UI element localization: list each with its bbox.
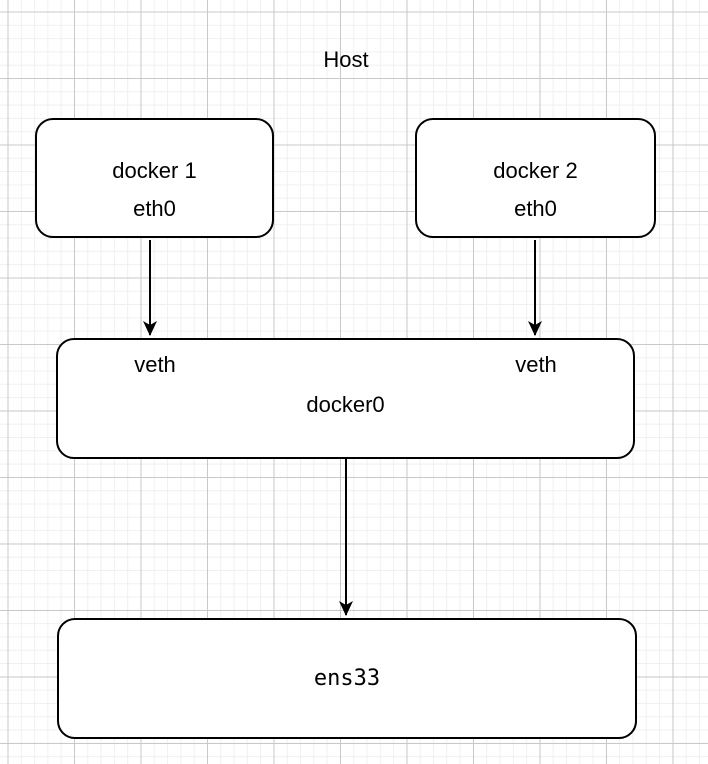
node-ens33-label: ens33: [313, 666, 381, 691]
node-docker2[interactable]: docker 2 eth0: [415, 118, 656, 238]
node-docker1-label: docker 1: [112, 158, 197, 183]
node-docker1[interactable]: docker 1 eth0: [35, 118, 274, 238]
node-docker0-label: docker0: [306, 392, 385, 417]
diagram-title: Host: [323, 47, 369, 72]
node-docker2-label: docker 2: [493, 158, 578, 183]
node-docker2-interface-label: eth0: [514, 196, 557, 221]
node-docker0-bridge[interactable]: veth veth docker0: [56, 338, 635, 459]
port-veth-right: veth: [515, 352, 557, 377]
node-ens33[interactable]: ens33: [57, 618, 637, 739]
node-docker1-interface-label: eth0: [133, 196, 176, 221]
port-veth-left: veth: [134, 352, 176, 377]
